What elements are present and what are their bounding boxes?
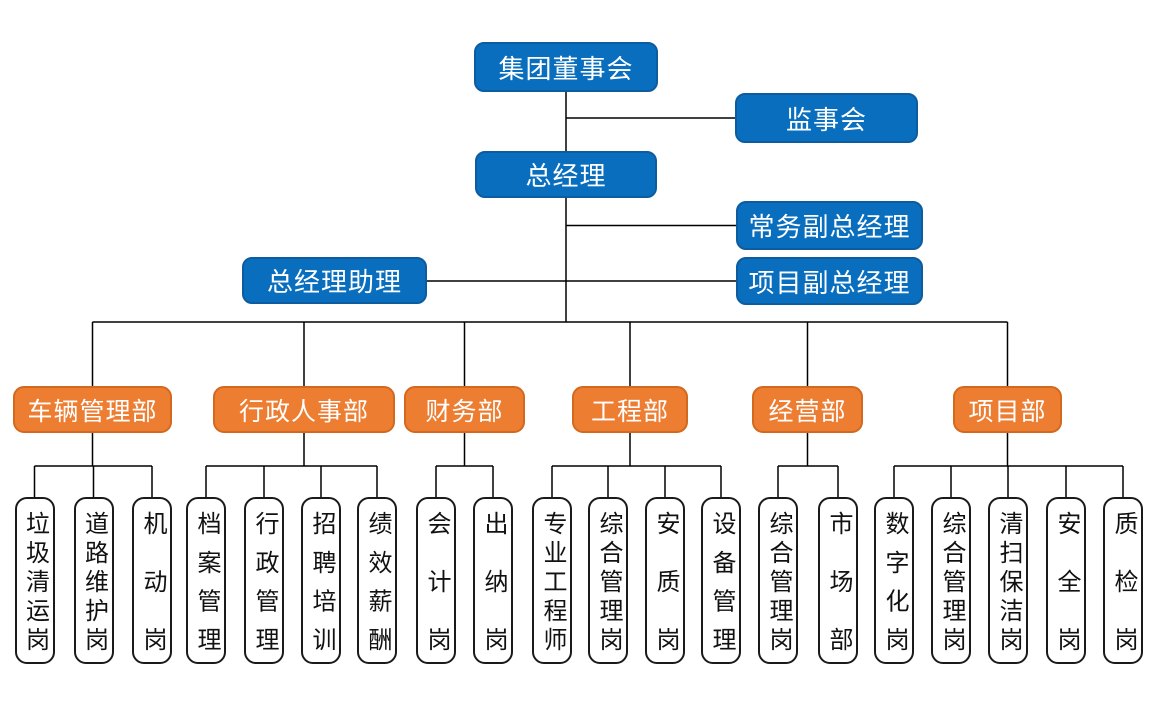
connector-path: [33, 92, 1124, 497]
pos-label: 出纳岗: [480, 510, 507, 651]
pos-label: 设备管理: [708, 510, 735, 651]
node-pos-mobile-duty: 机动岗: [132, 497, 172, 664]
node-pos-cashier: 出纳岗: [473, 497, 513, 664]
pos-label: 市场部: [825, 510, 852, 651]
node-general-manager: 总经理: [475, 151, 657, 198]
node-pos-safety: 安全岗: [1046, 497, 1086, 664]
node-pos-general-management-proj: 综合管理岗: [931, 497, 971, 664]
node-dept-operations: 经营部: [752, 386, 863, 433]
node-dept-admin-hr: 行政人事部: [213, 386, 395, 433]
pos-label: 机动岗: [139, 510, 166, 651]
node-pos-road-maintenance: 道路维护岗: [73, 497, 114, 664]
pos-label: 招聘培训: [308, 510, 335, 651]
node-general-manager-label: 总经理: [525, 161, 607, 191]
node-board: 集团董事会: [474, 42, 658, 92]
node-pos-accountant: 会计岗: [416, 497, 456, 664]
node-gm-assistant-label: 总经理助理: [266, 267, 402, 297]
dept-label: 经营部: [768, 397, 847, 426]
node-pos-professional-engineer: 专业工程师: [532, 497, 572, 664]
node-pos-market: 市场部: [818, 497, 858, 664]
pos-label: 综合管理岗: [595, 510, 622, 651]
node-pos-street-cleaning: 清扫保洁岗: [988, 497, 1028, 664]
node-board-label: 集团董事会: [498, 53, 634, 84]
pos-label: 行政管理: [251, 510, 278, 651]
node-pos-equipment-management: 设备管理: [701, 497, 741, 664]
dept-label: 行政人事部: [238, 397, 369, 426]
node-project-deputy-gm-label: 项目副总经理: [748, 267, 911, 298]
pos-label: 专业工程师: [539, 510, 566, 651]
pos-label: 质检岗: [1110, 510, 1137, 651]
dept-label: 项目部: [968, 397, 1047, 426]
node-pos-recruitment-training: 招聘培训: [301, 497, 341, 664]
node-executive-deputy-gm-label: 常务副总经理: [748, 212, 911, 242]
pos-label: 清扫保洁岗: [995, 510, 1022, 651]
node-dept-engineering: 工程部: [572, 386, 688, 433]
node-dept-project: 项目部: [953, 386, 1062, 433]
dept-label: 财务部: [425, 397, 504, 426]
pos-label: 安质岗: [652, 510, 679, 651]
node-pos-quality-inspection: 质检岗: [1103, 497, 1143, 664]
node-supervisory-board: 监事会: [735, 93, 918, 143]
pos-label: 垃圾清运岗: [21, 510, 49, 651]
pos-label: 会计岗: [423, 510, 450, 651]
pos-label: 综合管理岗: [765, 510, 792, 651]
node-pos-safety-quality: 安质岗: [645, 497, 685, 664]
pos-label: 绩效薪酬: [364, 510, 391, 651]
node-project-deputy-gm: 项目副总经理: [736, 257, 923, 305]
pos-label: 道路维护岗: [80, 510, 108, 651]
node-dept-vehicle-management: 车辆管理部: [13, 386, 172, 433]
pos-label: 数字化岗: [881, 510, 908, 651]
node-supervisory-board-label: 监事会: [785, 104, 867, 135]
node-gm-assistant: 总经理助理: [242, 257, 427, 304]
node-pos-garbage-collection: 垃圾清运岗: [14, 497, 55, 664]
pos-label: 综合管理岗: [938, 510, 965, 651]
dept-label: 车辆管理部: [27, 397, 158, 426]
pos-label: 档案管理: [193, 510, 220, 651]
node-pos-performance-payroll: 绩效薪酬: [357, 497, 397, 664]
pos-label: 安全岗: [1053, 510, 1080, 651]
node-executive-deputy-gm: 常务副总经理: [736, 201, 923, 250]
node-dept-finance: 财务部: [404, 386, 525, 433]
node-pos-admin-management: 行政管理: [244, 497, 284, 664]
node-pos-general-management-eng: 综合管理岗: [588, 497, 628, 664]
node-pos-general-management-ops: 综合管理岗: [758, 497, 798, 664]
node-pos-archives-management: 档案管理: [186, 497, 226, 664]
dept-label: 工程部: [590, 397, 669, 426]
node-pos-digitalization: 数字化岗: [874, 497, 914, 664]
